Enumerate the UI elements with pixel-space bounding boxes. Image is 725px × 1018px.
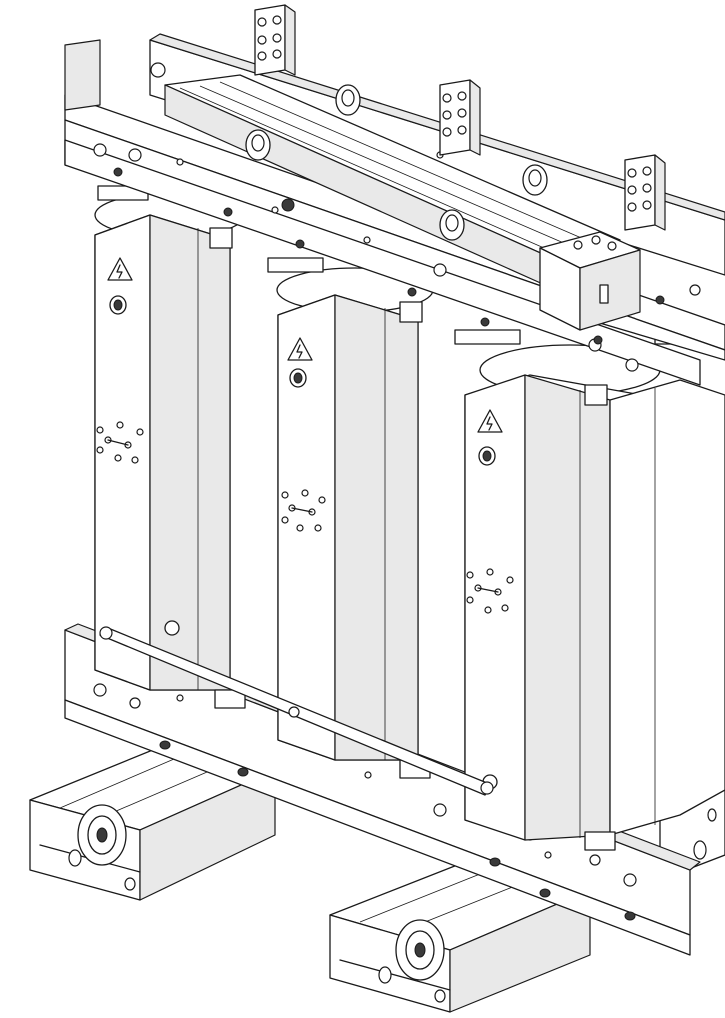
tap-link-board — [281, 489, 326, 532]
hv-busbar-terminal-1 — [254, 4, 296, 76]
lifting-eye-icon — [335, 84, 361, 116]
temperature-sensor-junction-box — [539, 231, 641, 331]
tap-link-board — [96, 421, 144, 464]
lifting-eye-icon — [439, 209, 465, 241]
lifting-eye-icon — [522, 164, 548, 196]
transport-wheel-icon — [395, 919, 445, 981]
lifting-eye-icon — [245, 129, 271, 161]
hv-busbar-terminal-2 — [439, 79, 481, 156]
hv-busbar-terminal-3 — [624, 154, 666, 231]
tap-link-board — [466, 568, 514, 614]
high-voltage-warning-icon — [477, 409, 503, 433]
high-voltage-warning-icon — [287, 337, 313, 361]
phase-coil-1 — [94, 192, 246, 691]
high-voltage-warning-icon — [107, 257, 133, 281]
wheel-carriage-left — [29, 744, 276, 901]
phase-coil-3 — [464, 344, 725, 841]
transport-wheel-icon — [77, 804, 127, 866]
bottom-tie-rod — [99, 626, 494, 796]
phase-coil-2 — [276, 267, 434, 761]
coil-clamp-blocks — [97, 185, 711, 406]
yoke-bolts — [113, 167, 665, 345]
